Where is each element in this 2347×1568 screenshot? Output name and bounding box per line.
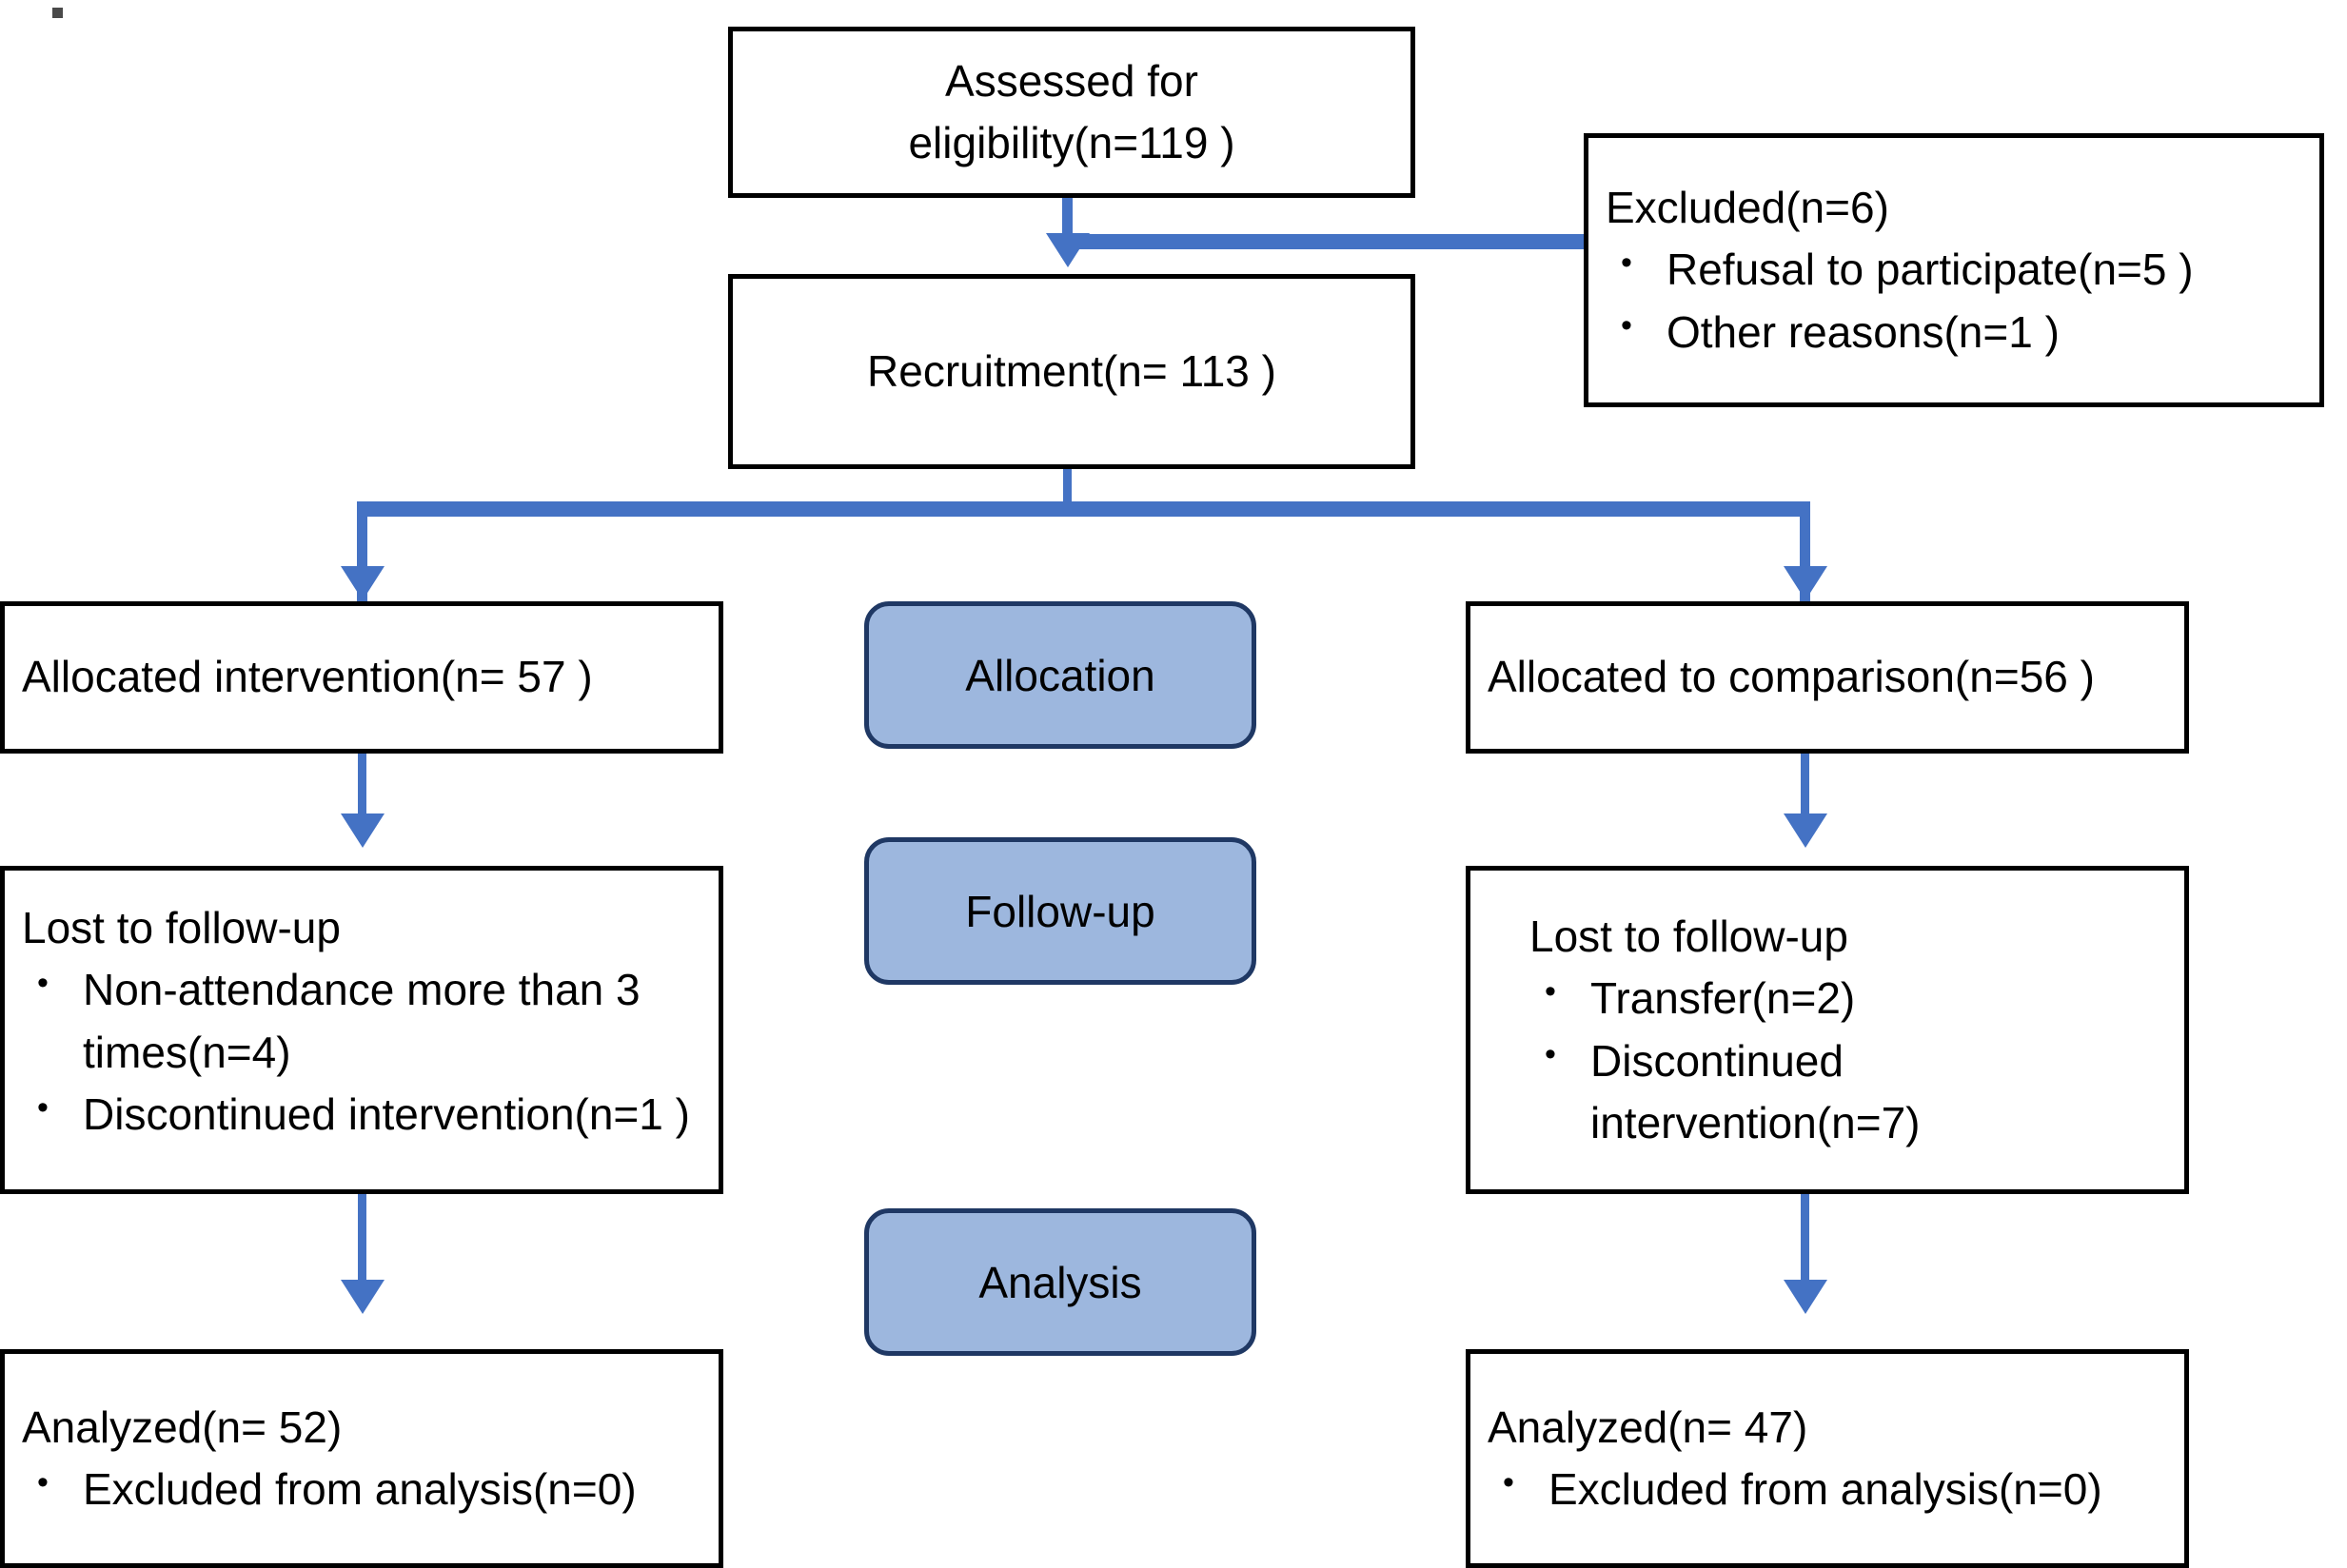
connector-assessed-to-recruitment-stem: [1062, 195, 1073, 245]
connector-recruitment-stem: [1063, 466, 1072, 509]
node-analyzed-left: Analyzed(n= 52) Excluded from analysis(n…: [0, 1349, 723, 1568]
artifact-speck: [52, 8, 63, 18]
arrowhead-right-lost-to-analyzed: [1784, 1280, 1827, 1314]
node-analyzed-right: Analyzed(n= 47) Excluded from analysis(n…: [1466, 1349, 2189, 1568]
excluded-title: Excluded(n=6): [1606, 183, 1889, 233]
allocated-comparison-line-1: Allocated to comparison(n=56 ): [1488, 652, 2095, 702]
list-item: Discontinued intervention(n=7): [1512, 1029, 2184, 1155]
connector-split-right-drop: [1800, 501, 1810, 601]
stage-label-allocation: Allocation: [864, 601, 1256, 749]
analyzed-right-bullet-list: Excluded from analysis(n=0): [1470, 1457, 2184, 1520]
stage-allocation-text: Allocation: [965, 650, 1155, 700]
arrowhead-to-allocated-intervention: [341, 566, 385, 600]
connector-left-lost-to-analyzed: [358, 1191, 366, 1303]
connector-split-bar: [357, 501, 1810, 517]
lost-left-bullet-list: Non-attendance more than 3 times(n=4) Di…: [5, 957, 719, 1146]
node-assessed-for-eligibility: Assessed for eligibility(n=119 ): [728, 27, 1415, 198]
list-item: Other reasons(n=1 ): [1588, 300, 2319, 363]
assessed-line-1: Assessed for: [945, 55, 1198, 106]
recruitment-line-1: Recruitment(n= 113 ): [867, 345, 1276, 396]
analyzed-right-title: Analyzed(n= 47): [1488, 1401, 1808, 1452]
connector-right-lost-to-analyzed: [1801, 1191, 1809, 1303]
node-recruitment: Recruitment(n= 113 ): [728, 274, 1415, 469]
node-allocated-intervention: Allocated intervention(n= 57 ): [0, 601, 723, 754]
arrowhead-to-allocated-comparison: [1784, 566, 1827, 600]
lost-right-bullet-list: Transfer(n=2) Discontinued intervention(…: [1512, 966, 2184, 1155]
arrowhead-right-alloc-to-lost: [1784, 813, 1827, 848]
connector-right-alloc-to-lost: [1801, 752, 1809, 839]
analyzed-left-bullet-list: Excluded from analysis(n=0): [5, 1457, 719, 1520]
list-item: Transfer(n=2): [1512, 966, 2184, 1029]
node-allocated-comparison: Allocated to comparison(n=56 ): [1466, 601, 2189, 754]
arrowhead-left-lost-to-analyzed: [341, 1280, 385, 1314]
node-lost-to-followup-left: Lost to follow-up Non-attendance more th…: [0, 866, 723, 1194]
connector-split-left-drop: [357, 501, 367, 601]
excluded-bullet-list: Refusal to participate(n=5 ) Other reaso…: [1588, 237, 2319, 363]
list-item: Excluded from analysis(n=0): [5, 1457, 719, 1520]
assessed-line-2: eligibility(n=119 ): [908, 118, 1235, 167]
stage-followup-text: Follow-up: [965, 886, 1155, 936]
stage-analysis-text: Analysis: [978, 1257, 1142, 1307]
list-item: Discontinued intervention(n=1 ): [5, 1082, 719, 1146]
node-excluded: Excluded(n=6) Refusal to participate(n=5…: [1584, 133, 2324, 407]
list-item: Refusal to participate(n=5 ): [1588, 237, 2319, 301]
list-item: Excluded from analysis(n=0): [1470, 1457, 2184, 1520]
list-item: Non-attendance more than 3 times(n=4): [5, 957, 719, 1084]
stage-label-analysis: Analysis: [864, 1208, 1256, 1356]
lost-right-title: Lost to follow-up: [1529, 911, 1848, 961]
stage-label-followup: Follow-up: [864, 837, 1256, 985]
analyzed-left-title: Analyzed(n= 52): [22, 1401, 343, 1452]
node-lost-to-followup-right: Lost to follow-up Transfer(n=2) Disconti…: [1466, 866, 2189, 1194]
connector-left-alloc-to-lost: [358, 752, 366, 839]
lost-left-title: Lost to follow-up: [22, 903, 341, 952]
arrowhead-left-alloc-to-lost: [341, 813, 385, 848]
allocated-intervention-line-1: Allocated intervention(n= 57 ): [22, 652, 593, 702]
